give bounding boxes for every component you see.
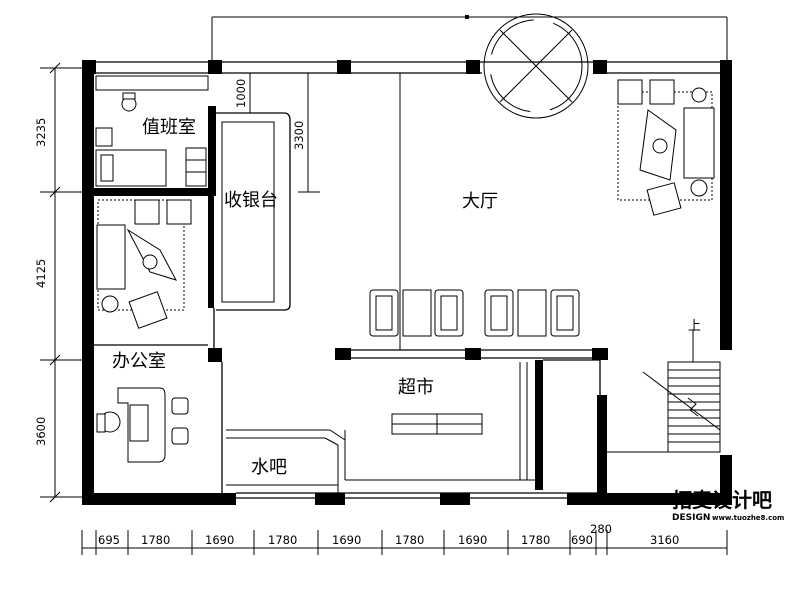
dim-bottom-695: 695 — [98, 533, 120, 547]
dim-bottom-1690-a: 1690 — [205, 533, 234, 547]
dim-left-3600: 3600 — [34, 417, 48, 446]
dim-bottom-1780-b: 1780 — [268, 533, 297, 547]
dim-bottom-3160: 3160 — [650, 533, 679, 547]
walls — [82, 60, 732, 505]
top-canopy-lines — [211, 15, 728, 62]
label-office: 办公室 — [112, 351, 166, 372]
hall-sofa-group — [369, 289, 580, 337]
bottom-dimension-line — [81, 530, 728, 555]
dim-left-3235: 3235 — [34, 118, 48, 147]
supermarket-shelf — [391, 413, 483, 435]
dim-inner-3300: 3300 — [292, 121, 306, 150]
watermark-logo-text: 拓麦设计吧 — [672, 488, 772, 512]
label-hall: 大厅 — [462, 191, 498, 212]
duty-room-furniture — [95, 75, 209, 187]
dim-inner-1000: 1000 — [234, 79, 248, 108]
watermark-url-text: www.tuozhe8.com — [712, 514, 784, 522]
dim-bottom-1780-d: 1780 — [521, 533, 550, 547]
staircase — [607, 330, 721, 453]
watermark-logo: 拓麦设计吧 DESIGN www.tuozhe8.com — [672, 488, 784, 523]
watermark-design-text: DESIGN — [672, 513, 710, 523]
dim-bottom-1690-c: 1690 — [458, 533, 487, 547]
dim-bottom-1780-c: 1780 — [395, 533, 424, 547]
dim-bottom-690: 690 — [571, 533, 593, 547]
label-supermarket: 超市 — [398, 377, 434, 398]
label-cashier: 收银台 — [224, 190, 278, 211]
dim-bottom-1780-a: 1780 — [141, 533, 170, 547]
cashier-counter — [216, 112, 291, 311]
label-water-bar: 水吧 — [251, 457, 287, 478]
dim-left-4125: 4125 — [34, 259, 48, 288]
revolving-door — [483, 13, 589, 119]
dim-bottom-280: 280 — [590, 522, 612, 536]
office-desk — [96, 387, 189, 463]
label-duty-room: 值班室 — [142, 117, 196, 138]
hall-lounge-set — [617, 79, 715, 216]
left-dimension-line — [40, 62, 82, 503]
label-stair-up: 上 — [688, 319, 701, 334]
dim-bottom-1690-b: 1690 — [332, 533, 361, 547]
office-sofa-set — [96, 199, 192, 329]
